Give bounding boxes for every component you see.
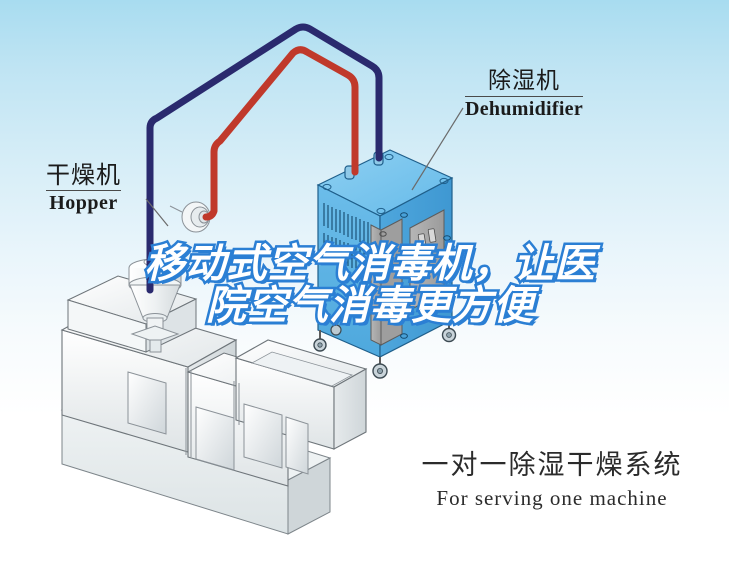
label-dehumidifier-en: Dehumidifier [465,98,584,120]
label-hopper-divider [46,190,121,191]
label-hopper: 干燥机 Hopper [46,163,121,213]
return-air-pipe [146,23,383,294]
dehumidifier-vent-upper [323,203,369,245]
dehumidifier-casters [313,318,457,379]
dehumidifier-service-door [370,218,403,346]
label-hopper-cn: 干燥机 [46,161,121,189]
leader-line-dehumidifier [411,107,464,191]
system-caption: 一对一除湿干燥系统 For serving one machine [392,452,712,509]
blower-motor [169,201,211,233]
dehumidifier-unit [313,149,457,379]
label-hopper-en: Hopper [49,192,118,214]
dehumidifier-vent-lower [323,233,369,275]
dry-air-pipe [202,46,359,221]
machine-guard-window-middle [195,406,235,471]
label-dehumidifier-divider [465,96,584,97]
machine-guard-window-left [127,371,167,435]
label-dehumidifier-cn: 除湿机 [488,68,561,94]
dehumidifier-side-fasteners [400,212,451,339]
caption-en: For serving one machine [436,486,668,510]
injection-molding-machine [60,275,368,535]
machine-guard-window-right [243,403,309,475]
machine-tie-bars [185,368,240,457]
dehumidifier-control-panel [409,209,445,311]
label-dehumidifier: 除湿机 Dehumidifier [465,68,584,120]
leader-line-hopper [145,198,169,227]
hopper-funnel [128,257,182,353]
dehumidifier-top-fasteners [322,153,449,215]
caption-cn: 一对一除湿干燥系统 [421,450,683,481]
